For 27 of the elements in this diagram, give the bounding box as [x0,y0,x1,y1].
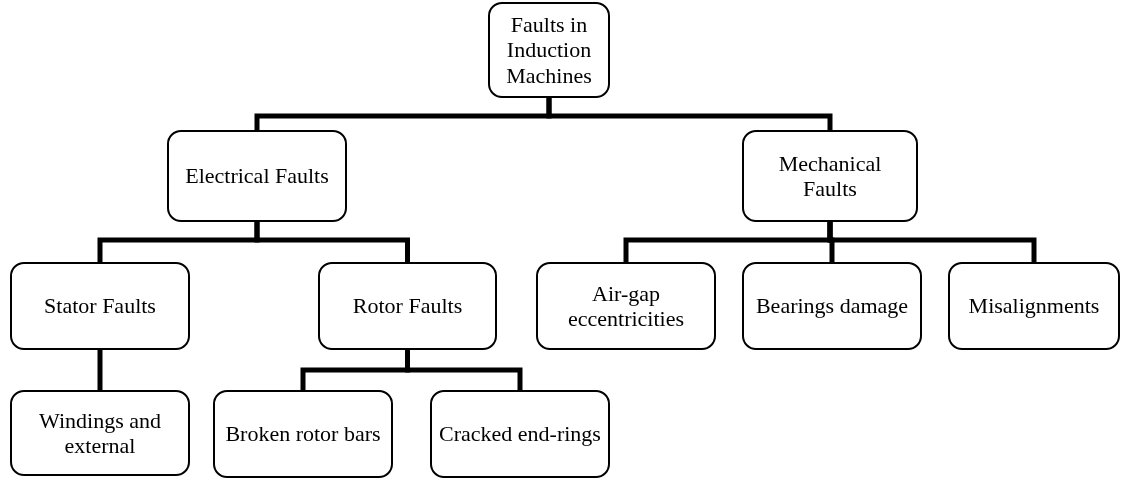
fault-box [948,262,1120,350]
connector-line [405,350,523,390]
node-label: Stator Faults [44,293,156,319]
connector-line [827,222,1037,262]
node-label: Faults in Induction Machines [505,12,593,88]
fault-box [742,130,918,222]
node-label: Rotor Faults [352,293,463,319]
fault-box [10,262,190,350]
node-label: Mechanical Faults [777,150,883,202]
fault-box [167,130,347,222]
fault-box [488,2,610,98]
node-label: Cracked end-rings [439,421,601,447]
fault-box [213,390,393,478]
node-label: Air-gap eccentricities [566,280,685,332]
connector-line [97,350,103,390]
fault-box [10,390,190,476]
fault-box [536,262,716,350]
node-label: Windings and external [38,407,162,459]
node-label: Broken rotor bars [225,421,381,447]
connector-line [546,98,833,130]
fault-box [318,262,497,350]
node-label: Misalignments [968,293,1100,319]
node-label: Electrical Faults [185,163,329,189]
connector-line [254,222,410,262]
node-label: Bearings damage [755,293,909,319]
fault-box [430,390,610,478]
fault-box [742,262,922,350]
